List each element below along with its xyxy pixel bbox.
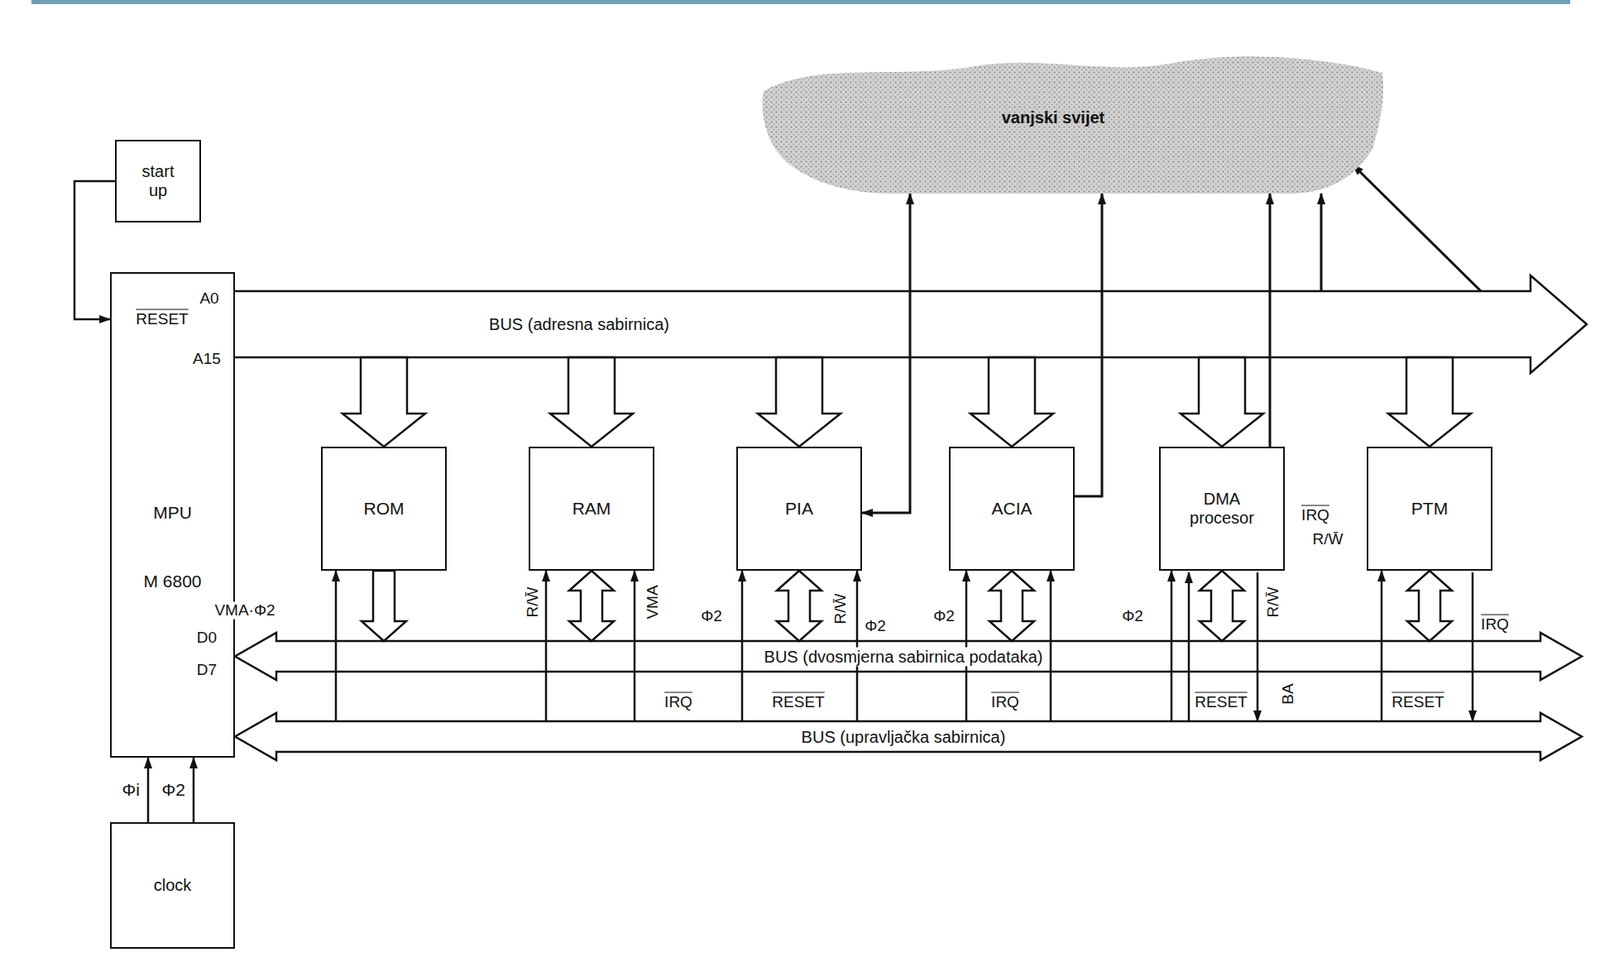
pia-box: PIA xyxy=(736,446,863,571)
signal-wire xyxy=(1049,570,1053,722)
signal-line xyxy=(1170,570,1174,722)
signal-wire xyxy=(1256,572,1260,722)
acia-box: ACIA xyxy=(948,446,1075,571)
clock-box: clock xyxy=(110,822,235,949)
signal-label: BA xyxy=(1279,681,1298,706)
cloud-outline xyxy=(762,56,1385,194)
signal-line xyxy=(147,757,150,823)
signal-line xyxy=(74,181,115,320)
signal-wire xyxy=(856,570,859,722)
signal-label: A15 xyxy=(191,350,223,369)
box-label: ROM xyxy=(364,498,405,519)
signal-label: RESET xyxy=(1192,694,1249,712)
box-label: RAM xyxy=(572,498,612,519)
bus-arrow xyxy=(1407,570,1452,642)
startup-box: start up xyxy=(114,139,202,223)
signal-wire xyxy=(1188,572,1191,722)
signal-label: Φ2 xyxy=(862,617,888,636)
signal-label: D0 xyxy=(195,629,219,647)
control-bus: BUS (upravljačka sabirnica) xyxy=(234,721,1582,753)
signal-label: RESET xyxy=(134,311,190,329)
signal-label: D7 xyxy=(195,661,219,680)
top-bar xyxy=(31,0,1571,5)
bus-arrow xyxy=(1180,357,1264,447)
signal-label: Φ2 xyxy=(1120,608,1145,626)
signal-label: IRQ xyxy=(989,694,1021,712)
address-bus: BUS (adresna sabirnica) xyxy=(234,291,1587,358)
bus-label: BUS (dvosmjerna sabirnica podataka) xyxy=(759,646,1049,666)
ram-box: RAM xyxy=(528,446,655,571)
signal-line xyxy=(1380,570,1384,722)
signal-label: IRQ xyxy=(1479,616,1511,634)
clock-phase-label: Φ2 xyxy=(160,780,187,800)
signal-label: R/W̄ xyxy=(832,592,850,627)
signal-wire xyxy=(633,570,637,722)
bus-arrow xyxy=(361,570,407,642)
bus-arrow xyxy=(757,357,841,447)
box-label: M 6800 xyxy=(143,571,202,592)
signal-line xyxy=(1352,164,1481,292)
bus-arrow xyxy=(1388,357,1471,447)
bus-outline xyxy=(234,632,1582,681)
signal-label: R/W̄ xyxy=(1264,585,1283,620)
signal-line xyxy=(741,570,744,722)
dma-box: DMA procesor xyxy=(1159,446,1285,571)
bus-arrow xyxy=(970,357,1054,447)
data-bus: BUS (dvosmjerna sabirnica podataka) xyxy=(234,641,1582,672)
bus-label: BUS (upravljačka sabirnica) xyxy=(796,727,1011,747)
box-label: MPU xyxy=(153,502,192,523)
signal-label: R/W̄ xyxy=(524,585,542,620)
signal-wire xyxy=(1471,572,1475,722)
box-label: PIA xyxy=(785,498,814,519)
signal-label: RESET xyxy=(1389,694,1446,712)
box-label: ACIA xyxy=(991,498,1032,519)
signal-line xyxy=(1320,193,1323,292)
bus-arrow xyxy=(550,357,633,447)
signal-line xyxy=(1074,193,1102,497)
signal-label: RESET xyxy=(770,694,826,712)
bus-band xyxy=(234,291,1587,358)
outside-world-cloud: vanjski svijet xyxy=(760,51,1386,194)
signal-label: VMA·Φ2 xyxy=(212,602,277,620)
bus-arrow xyxy=(989,570,1035,642)
signal-line xyxy=(965,570,968,722)
bus-outline xyxy=(234,275,1587,374)
box-label: DMA procesor xyxy=(1175,489,1269,528)
ptm-box: PTM xyxy=(1366,446,1493,571)
clock-phase-label: Φi xyxy=(120,780,142,800)
signal-label: VMA xyxy=(644,583,662,621)
bus-arrow xyxy=(569,570,614,642)
box-label: clock xyxy=(153,876,192,896)
bus-label: BUS (adresna sabirnica) xyxy=(483,315,675,335)
box-label: start up xyxy=(131,162,185,201)
signal-label: Φ2 xyxy=(699,608,724,626)
bus-arrow xyxy=(342,357,426,447)
mpu-box: MPU M 6800 xyxy=(110,272,235,758)
signal-label: IRQ xyxy=(1299,507,1332,525)
signal-label: Φ2 xyxy=(931,608,957,626)
bus-arrow xyxy=(1199,570,1245,642)
signal-line xyxy=(1269,193,1272,447)
signal-label: A0 xyxy=(197,290,221,308)
bus-arrow xyxy=(776,570,822,642)
signal-label: R/W̄ xyxy=(1311,531,1346,549)
signal-line xyxy=(545,570,548,722)
signal-line xyxy=(862,193,911,513)
box-label: PTM xyxy=(1411,498,1448,519)
cloud-label: vanjski svijet xyxy=(1001,108,1106,128)
rom-box: ROM xyxy=(320,446,447,571)
signal-label: IRQ xyxy=(662,694,695,712)
signal-line xyxy=(192,757,196,823)
signal-line xyxy=(335,570,338,722)
bus-outline xyxy=(234,713,1582,761)
